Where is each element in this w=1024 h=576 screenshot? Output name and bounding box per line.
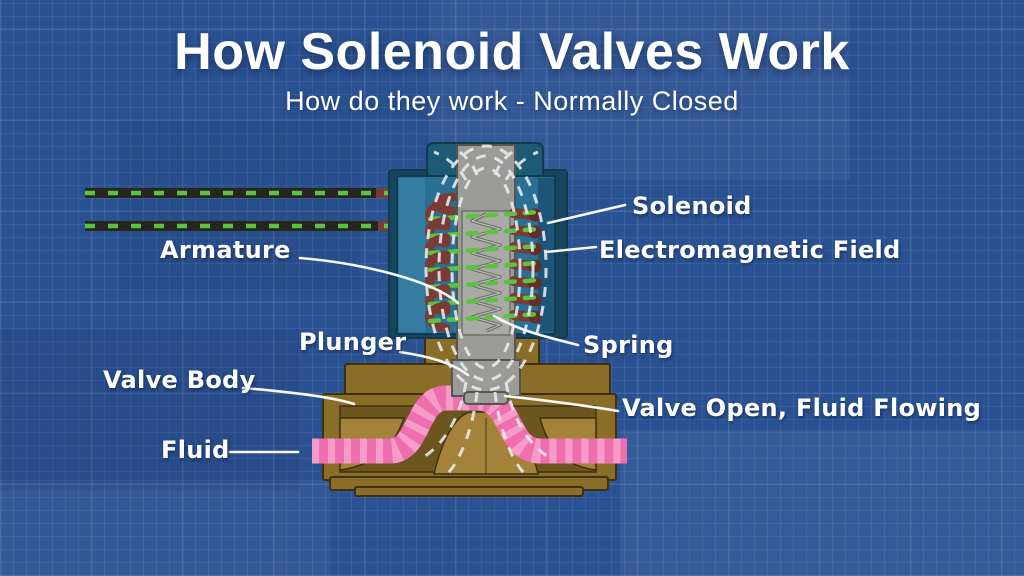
electromagnetic-field-lines xyxy=(421,144,551,475)
armature-leader-line xyxy=(298,256,460,305)
solenoid-leader-line xyxy=(546,203,627,225)
leader-lines xyxy=(228,203,627,454)
valve-open-label: Valve Open, Fluid Flowing xyxy=(622,394,982,422)
solenoid-label: Solenoid xyxy=(632,192,752,220)
page-title: How Solenoid Valves Work xyxy=(174,23,850,81)
valve-body-label: Valve Body xyxy=(103,366,256,394)
electromagnetic-field-label: Electromagnetic Field xyxy=(599,236,901,264)
electromagnetic-field-leader-line xyxy=(544,245,598,254)
page-subtitle: How do they work - Normally Closed xyxy=(285,86,739,116)
plunger-leader-line xyxy=(398,350,470,377)
valve-open-leader-line xyxy=(503,394,620,413)
fluid-label: Fluid xyxy=(161,436,230,464)
plunger-label: Plunger xyxy=(299,328,407,356)
valve-body-leader-line xyxy=(241,386,356,406)
coil-windings xyxy=(425,192,543,333)
armature-label: Armature xyxy=(160,236,291,264)
spring-label: Spring xyxy=(583,331,674,359)
spring-leader-line xyxy=(492,314,580,347)
